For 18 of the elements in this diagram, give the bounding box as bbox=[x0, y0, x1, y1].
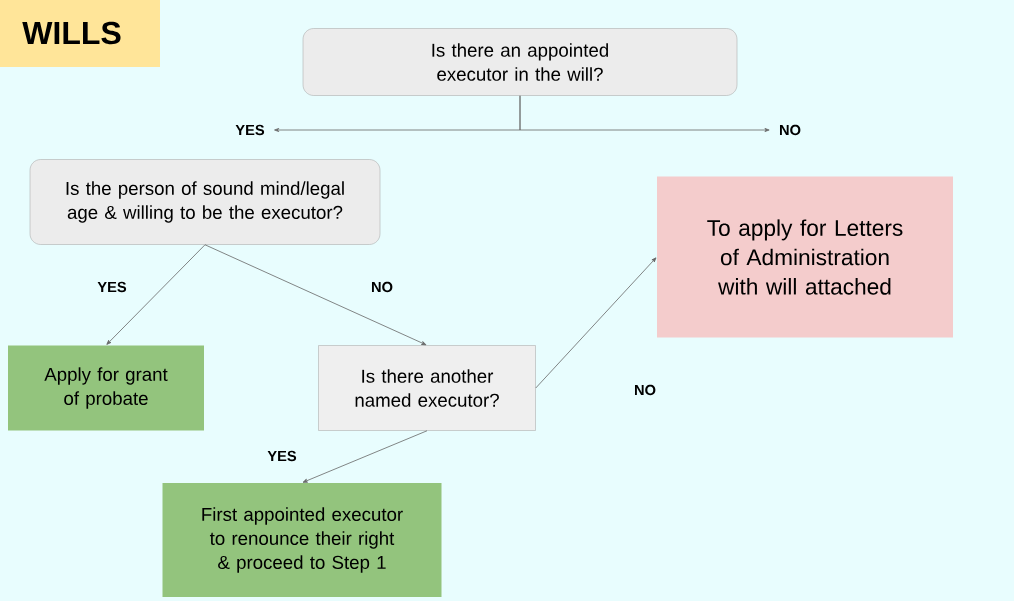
arrow bbox=[204, 244, 427, 346]
edge-label: NO bbox=[372, 281, 393, 293]
edge-label: NO bbox=[635, 384, 656, 396]
outcome-box: To apply for Letters of Administration with will attached bbox=[657, 176, 953, 338]
answer-text: YES bbox=[235, 124, 265, 136]
arrow bbox=[106, 244, 206, 345]
title-banner: WILLS bbox=[0, 0, 160, 67]
question-box: Is the person of sound mind/legal age & willing to be the executor? bbox=[29, 159, 381, 245]
edge-label: YES bbox=[97, 281, 127, 293]
arrow bbox=[519, 95, 770, 132]
arrow bbox=[302, 430, 428, 483]
edge-label: YES bbox=[267, 450, 297, 462]
outcome-box: First appointed executor to renounce their right & proceed to Step 1 bbox=[162, 483, 442, 597]
arrow bbox=[535, 257, 657, 389]
outcome-box: Apply for grant of probate bbox=[8, 345, 204, 431]
question-box: Is there another named executor? bbox=[318, 345, 536, 431]
question-box: Is there an appointed executor in the will? bbox=[302, 28, 738, 96]
answer-text: NO bbox=[780, 124, 801, 136]
